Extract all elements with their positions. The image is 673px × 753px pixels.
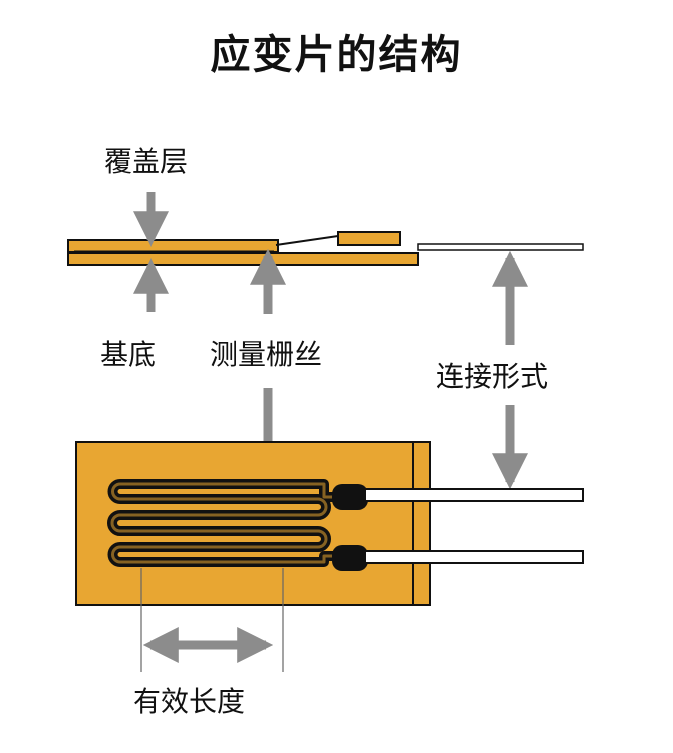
side-base-layer — [67, 252, 419, 266]
effective-length-label: 有效长度 — [133, 685, 246, 718]
top-view — [75, 441, 584, 672]
measuring-grid-label: 测量栅丝 — [210, 338, 323, 371]
top-lead-wire-lower — [364, 550, 584, 564]
top-solder-tab-lower — [332, 545, 368, 571]
side-cover-layer — [67, 239, 279, 253]
arrows — [133, 192, 528, 663]
base-label: 基底 — [100, 338, 157, 371]
side-solder-pad — [337, 231, 401, 246]
side-output-wire — [417, 243, 584, 251]
connection-form-label: 连接形式 — [436, 360, 549, 393]
cover-layer-label: 覆盖层 — [104, 145, 189, 178]
top-substrate — [75, 441, 431, 606]
side-view — [67, 231, 584, 266]
measuring-grid-core — [110, 482, 352, 564]
diagram-title: 应变片的结构 — [210, 32, 463, 78]
top-solder-tab-upper — [332, 484, 368, 510]
top-lead-wire-upper — [364, 488, 584, 502]
side-lead-connection — [275, 235, 339, 246]
